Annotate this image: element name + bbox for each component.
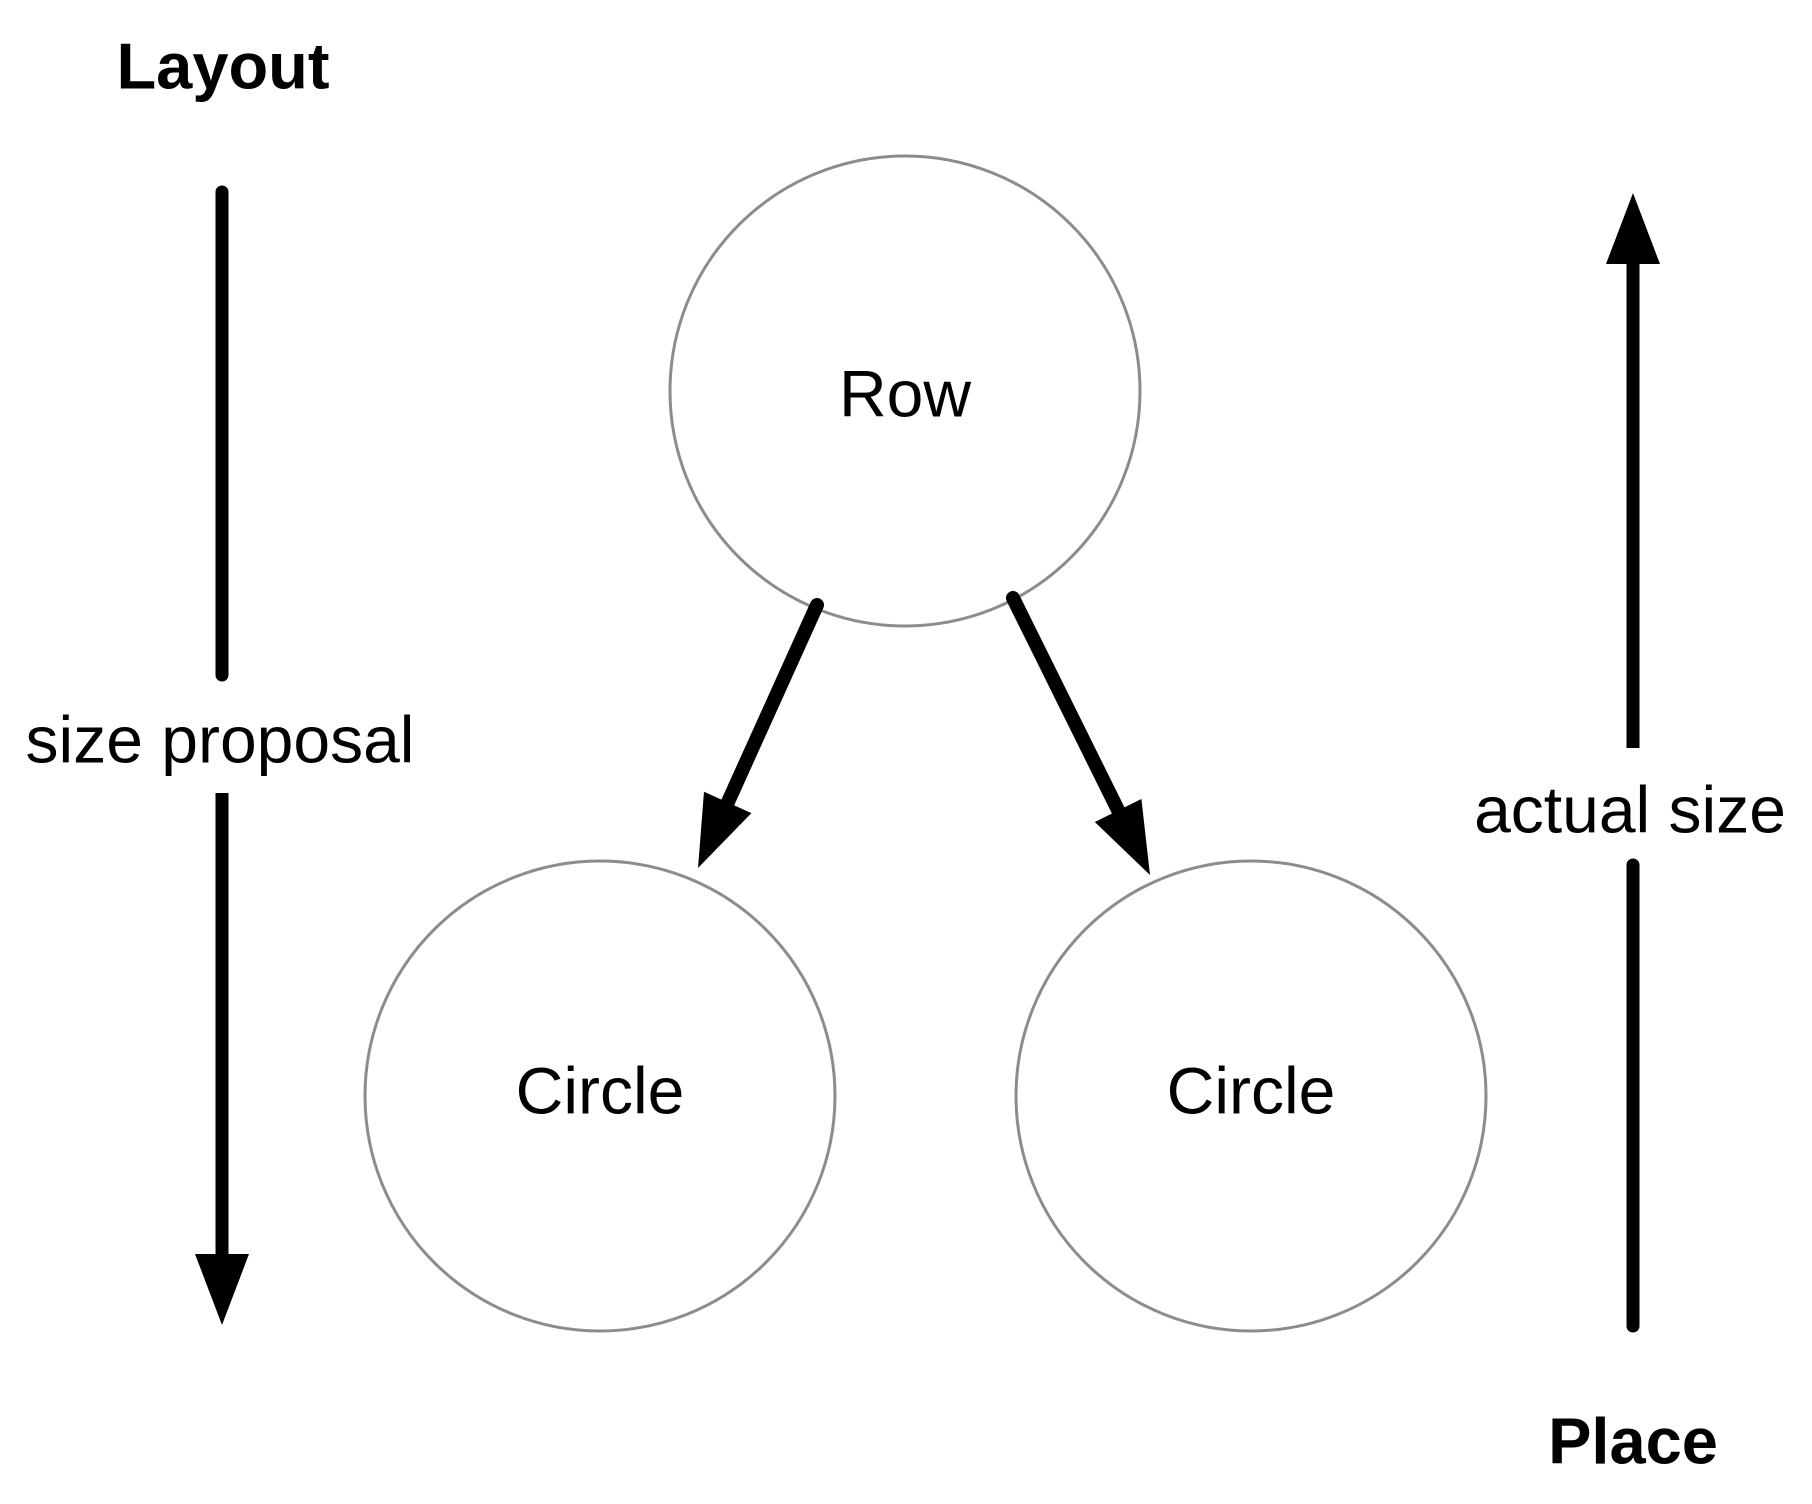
layout-phase-label: Layout [116, 29, 330, 103]
row-node-label: Row [838, 356, 972, 431]
edge-left-shaft [721, 598, 824, 809]
edge-row-to-left-child [698, 598, 824, 868]
actual-size-arrow [1606, 193, 1660, 1333]
place-phase-label: Place [1548, 1404, 1718, 1478]
size-proposal-arrow [195, 185, 249, 1325]
row-node-circle [668, 154, 1142, 628]
down-arrowhead-icon [195, 1254, 249, 1325]
left-child-node-circle [363, 859, 837, 1333]
edge-right-arrowhead-icon [1094, 799, 1150, 875]
right-child-node-label: Circle [1166, 1053, 1336, 1128]
left-child-node-label: Circle [515, 1053, 685, 1128]
edge-row-to-right-child [1006, 591, 1150, 875]
edge-right-shaft [1006, 591, 1125, 817]
actual-size-label: actual size [1474, 772, 1786, 847]
size-proposal-label: size proposal [25, 702, 415, 777]
right-child-node-circle [1014, 859, 1488, 1333]
edge-left-arrowhead-icon [698, 791, 752, 868]
up-arrowhead-icon [1606, 193, 1660, 264]
